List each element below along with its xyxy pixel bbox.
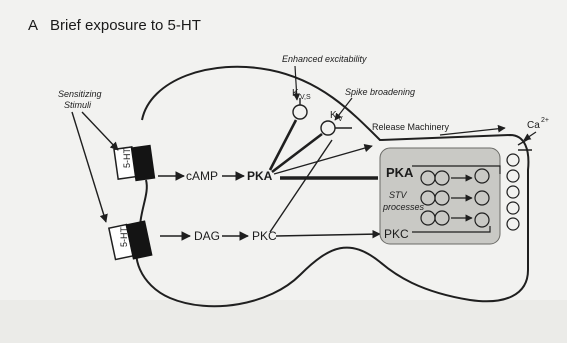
receptor-bottom-label: 5-HT: [119, 226, 129, 247]
receptor-bottom: 5-HT: [107, 220, 153, 261]
pka-to-release-arrow: [273, 144, 373, 175]
pkc-to-k2: [269, 139, 333, 233]
spike-broadening-label: Spike broadening: [345, 87, 415, 97]
camp-label: cAMP: [186, 169, 218, 183]
dag-label: DAG: [194, 229, 220, 243]
panel-title: Brief exposure to 5-HT: [50, 17, 201, 34]
pka-to-k1: [268, 119, 298, 171]
panel-letter: A: [28, 17, 38, 34]
receptor-top: 5-HT: [113, 144, 156, 182]
k-channel-1-label: K: [292, 88, 299, 99]
release-machinery-label: Release Machinery: [372, 122, 450, 132]
pka-box-label: PKA: [386, 165, 414, 180]
vesicle-icon: [434, 170, 450, 186]
vesicle-icon: [474, 190, 490, 206]
stimuli-arrow-top: [81, 111, 119, 151]
enhanced-excitability-label: Enhanced excitability: [282, 54, 367, 64]
stv-line2: processes: [382, 202, 425, 212]
pka-label: PKA: [247, 169, 273, 183]
vesicle-icon: [506, 169, 520, 183]
active-zone-vesicles: [506, 153, 520, 231]
calcium-influx-arrow: [523, 131, 537, 141]
k-channel-2-sub: V: [338, 116, 343, 123]
pkc-box-bracket: [412, 226, 491, 233]
vesicle-cluster: [420, 168, 490, 228]
stimuli-arrow-bottom: [71, 111, 108, 223]
neuron-outline: [135, 65, 530, 308]
k-channel-1-sub: V,S: [300, 94, 311, 101]
paper-shade: [0, 300, 567, 343]
sensitizing-label-line2: Stimuli: [64, 100, 92, 110]
k-channel-2-label: K: [330, 110, 337, 121]
pka-box-bracket: [412, 165, 501, 174]
calcium-label: Ca: [527, 120, 540, 131]
vesicle-icon: [506, 153, 520, 167]
vesicle-icon: [506, 201, 520, 215]
pka-to-k2: [271, 132, 323, 174]
vesicle-icon: [506, 217, 520, 231]
stv-line1: STV: [389, 190, 408, 200]
receptor-top-label: 5-HT: [122, 147, 132, 168]
release-machinery-arrow: [439, 124, 506, 136]
spike-pointer: [334, 97, 353, 121]
vesicle-icon: [434, 210, 450, 226]
pkc-box-label: PKC: [384, 227, 409, 241]
vesicle-icon: [434, 190, 450, 206]
calcium-superscript: 2+: [541, 117, 549, 124]
calcium-channel: Ca 2+: [517, 117, 549, 151]
vesicle-icon: [474, 168, 490, 184]
excitability-pointer: [293, 65, 301, 101]
pkc-to-box: [275, 229, 381, 239]
sensitizing-label-line1: Sensitizing: [58, 89, 102, 99]
vesicle-icon: [474, 212, 490, 228]
pkc-label: PKC: [252, 229, 277, 243]
vesicle-icon: [506, 185, 520, 199]
